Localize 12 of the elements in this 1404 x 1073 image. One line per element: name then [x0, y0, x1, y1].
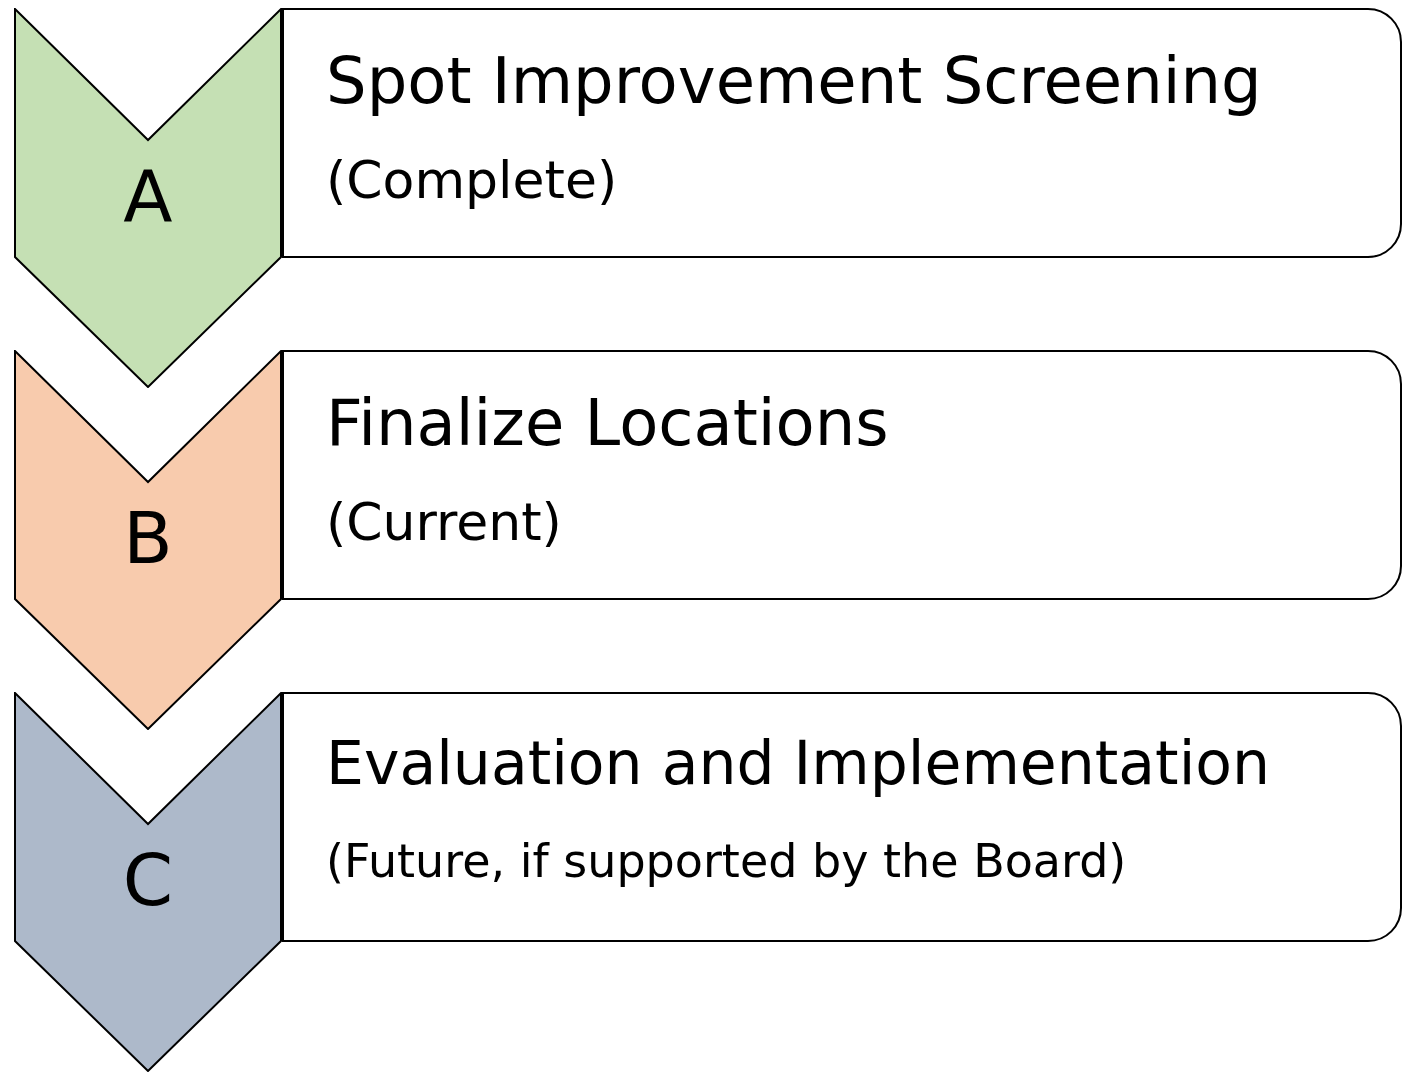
step-title: Evaluation and Implementation: [326, 730, 1271, 796]
step-title: Finalize Locations: [326, 388, 889, 459]
step-box: [282, 692, 1402, 942]
step-box: [282, 350, 1402, 600]
step-title: Spot Improvement Screening: [326, 46, 1262, 117]
step-letter: A: [122, 160, 174, 232]
step-box: [282, 8, 1402, 258]
step-letter: C: [121, 844, 175, 916]
step-letter: B: [122, 502, 174, 574]
step-status: (Complete): [326, 152, 618, 210]
step-status: (Future, if supported by the Board): [326, 836, 1127, 887]
step-status: (Current): [326, 494, 562, 552]
